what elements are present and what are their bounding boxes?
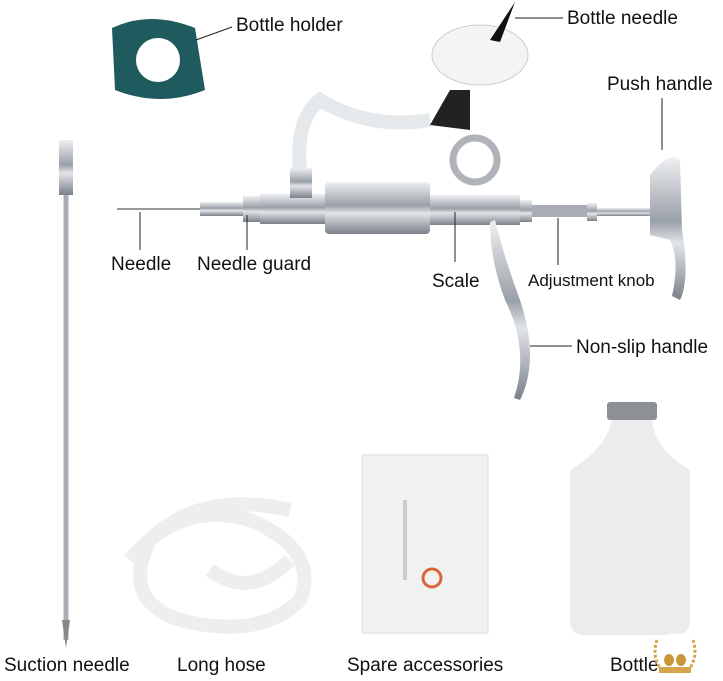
leader-lines (139, 17, 663, 347)
suction-needle-image (59, 140, 73, 648)
label-bottle-needle: Bottle needle (567, 8, 678, 29)
long-hose-image (124, 497, 312, 634)
label-suction-needle: Suction needle (4, 655, 130, 676)
label-non-slip-handle: Non-slip handle (576, 337, 709, 358)
bottle-image (570, 402, 690, 635)
label-needle: Needle (111, 254, 172, 275)
label-long-hose: Long hose (177, 655, 266, 676)
label-needle-guard: Needle guard (197, 254, 312, 275)
label-push-handle: Push handle (607, 74, 713, 95)
label-bottle-holder: Bottle holder (236, 15, 343, 36)
label-spare-accessories: Spare accessories (347, 655, 504, 676)
label-scale: Scale (432, 271, 480, 292)
label-adjustment-knob: Adjustment knob (528, 271, 655, 290)
farm-logo (653, 633, 697, 675)
spare-accessories-image (361, 454, 489, 634)
label-bottle: Bottle (610, 655, 659, 676)
syringe-image (117, 2, 686, 400)
bottle-holder-image (112, 19, 205, 99)
